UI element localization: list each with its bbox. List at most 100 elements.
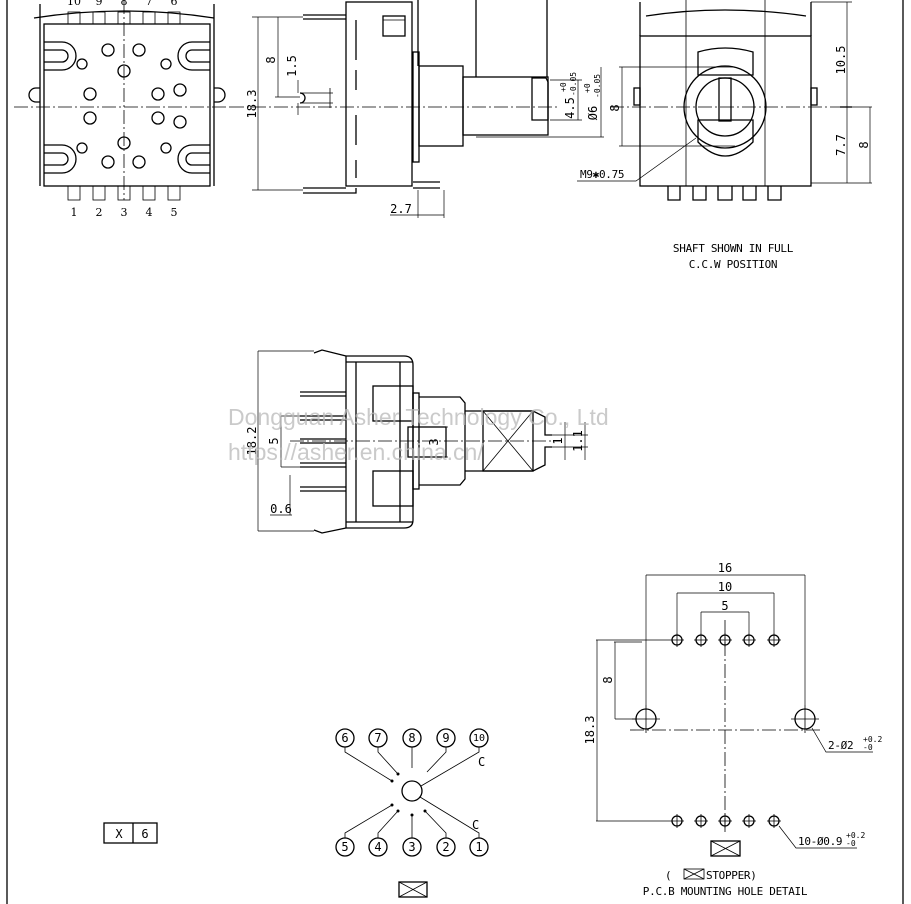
drawing-line [482,410,534,472]
drawing-line [303,187,357,194]
drawing-line [462,76,549,136]
dimension-label: 18.3 [583,716,597,745]
drawing-line [344,747,393,782]
drawing-line [410,813,414,817]
dimension-label: 4 [146,206,153,219]
drawing-line [177,144,210,174]
drawing-line [83,87,97,101]
drawing-line [103,822,158,844]
drawing-line [811,727,873,753]
dimension-label: 8 [857,141,871,148]
dimension-label: 7 [146,0,153,8]
dimension-label: 8 [264,56,278,63]
drawing-line [396,772,400,776]
drawing-line [639,35,812,187]
drawing-line [44,41,77,71]
large-hole-callout: 2-Ø2 [828,739,853,752]
dimension-label: 4.5 [563,97,577,119]
drawing-line [142,185,156,201]
drawing-line [377,747,399,775]
top-pin-circles: 6 7 8 9 10 [335,728,489,748]
drawing-line [313,527,347,534]
top-view-pins [300,391,346,492]
drawing-line [482,410,534,472]
dimension-label: -0 [846,839,856,848]
drawing-line [300,415,346,421]
dimension-label: -0.05 [593,74,602,98]
drawing-line [718,77,732,122]
dimension-label: 5 [721,599,728,613]
drawing-line [419,796,480,838]
dimension-label: 6 [341,731,348,745]
dimension-label: 9 [96,0,103,8]
drawing-line [683,868,705,880]
drawing-line [670,814,781,828]
drawing-line [83,111,97,125]
drawing-line [44,144,77,174]
dimension-label: 2.7 [390,202,412,216]
drawing-line [382,15,406,37]
top-view: 18.2 5 3 1 1.1 0.6 [245,349,588,534]
drawing-line [151,87,165,101]
dimension-label: +0.2 [846,831,865,840]
drawing-line [92,185,106,201]
stopper-legend: STOPPER) [706,869,757,882]
shaft-flat-dim: 4.5 +0 -0.05 [559,72,578,119]
shaft-note-line2: C.C.W POSITION [689,258,778,271]
drawing-line [778,825,857,849]
drawing-line [372,470,414,507]
position-box: X 6 [103,822,158,844]
dimension-label: C [472,818,479,832]
drawing-line [167,11,181,25]
dimension-label: 3 [121,206,128,219]
dimension-label: 10.5 [834,46,848,75]
dimension-label: ( [665,869,671,882]
drawing-line [173,83,187,97]
drawing-line [398,881,428,898]
position-value: 6 [141,827,148,841]
dimension-label: 9 [442,731,449,745]
drawing-line [44,49,69,63]
dimension-label: 8 [121,0,128,8]
dimension-label: C [478,755,485,769]
drawing-line [401,780,423,802]
dimension-label: 10 [67,0,81,8]
dimension-label: 1.5 [285,55,299,77]
dimension-label: 1 [551,437,565,444]
drawing-line [344,804,393,838]
watermark: Dongguan Asher Technology Co., Ltd https… [228,404,609,465]
drawing-line [413,181,440,189]
rear-view: 8 10.5 7.7 8 M9✱0.75 SHAFT SHOWN IN FULL… [577,0,872,271]
drawing-line [345,1,413,187]
stopper-symbol-pcb [710,840,741,857]
stopper-symbol [398,881,428,898]
drawing-line [407,426,447,458]
dimension-label: 1.1 [571,430,585,452]
drawing-line [132,155,146,169]
drawing-line [423,809,427,813]
drawing-line [697,119,754,157]
drawing-line [101,155,115,169]
dimension-label: 10 [473,733,485,744]
top-hole-row [670,633,781,647]
drawing-line [683,65,767,149]
dimension-label: 1 [475,840,482,854]
dimension-label: 4 [374,840,381,854]
dimension-label: 8 [601,676,615,683]
drawing-line [390,779,394,783]
drawing-line [132,43,146,57]
dimension-label: 1 [71,206,78,219]
drawing-line [632,705,819,733]
bottom-hole-row [670,814,781,828]
front-holes [76,43,187,169]
drawing-line [173,115,187,129]
drawing-line [313,349,347,357]
stopper-legend-icon [683,868,705,880]
dimension-label: +0 [559,82,568,92]
drawing-line [167,185,181,201]
front-view: 10 9 8 7 6 1 2 3 4 5 [14,0,230,219]
drawing-line [810,87,818,106]
drawing-line [667,186,782,201]
drawing-line [117,185,131,201]
